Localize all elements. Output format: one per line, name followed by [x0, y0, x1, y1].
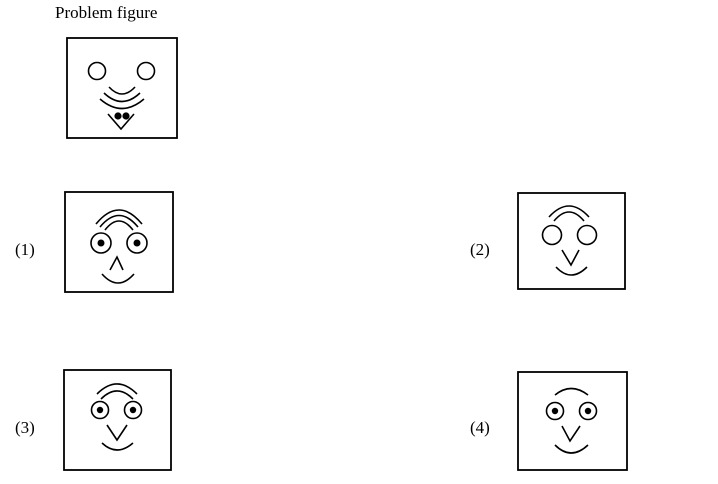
dot — [114, 112, 122, 120]
problem-figure — [66, 37, 178, 139]
brow-arc — [104, 220, 134, 231]
option-figure-3 — [63, 369, 172, 471]
right-eye — [123, 400, 143, 420]
nose — [561, 249, 580, 267]
brow-arc — [554, 387, 589, 396]
option-figure-2 — [517, 192, 626, 290]
option-figure-1 — [64, 191, 174, 293]
left-eye — [87, 61, 107, 81]
right-eye — [136, 61, 156, 81]
option-figure-4 — [517, 371, 628, 471]
brow-arc — [548, 205, 590, 218]
option-label-2: (2) — [470, 240, 490, 259]
nose — [109, 255, 124, 271]
brow-arc — [95, 209, 143, 225]
brow-arc — [96, 383, 138, 395]
mouth — [554, 444, 589, 454]
problem-figure-title: Problem figure — [55, 3, 158, 22]
mouth — [555, 266, 588, 276]
left-eye — [545, 401, 565, 421]
smile-arc — [108, 86, 136, 95]
option-label-3: (3) — [15, 418, 35, 437]
right-eye — [578, 401, 598, 421]
nose — [561, 425, 581, 443]
option-label-1: (1) — [15, 240, 35, 259]
option-label-4: (4) — [470, 418, 490, 437]
brow-arc — [99, 214, 139, 228]
right-eye — [126, 232, 148, 254]
brow-arc — [100, 390, 134, 400]
v-shape — [107, 113, 135, 131]
nose — [106, 424, 128, 442]
smile-arc — [99, 98, 145, 110]
left-eye — [541, 224, 563, 246]
mouth — [101, 273, 135, 284]
left-eye — [90, 400, 110, 420]
right-eye — [576, 224, 598, 246]
dot — [122, 112, 130, 120]
mouth — [101, 442, 134, 451]
brow-arc — [553, 211, 585, 222]
smile-arc — [103, 92, 141, 103]
left-eye — [90, 232, 112, 254]
